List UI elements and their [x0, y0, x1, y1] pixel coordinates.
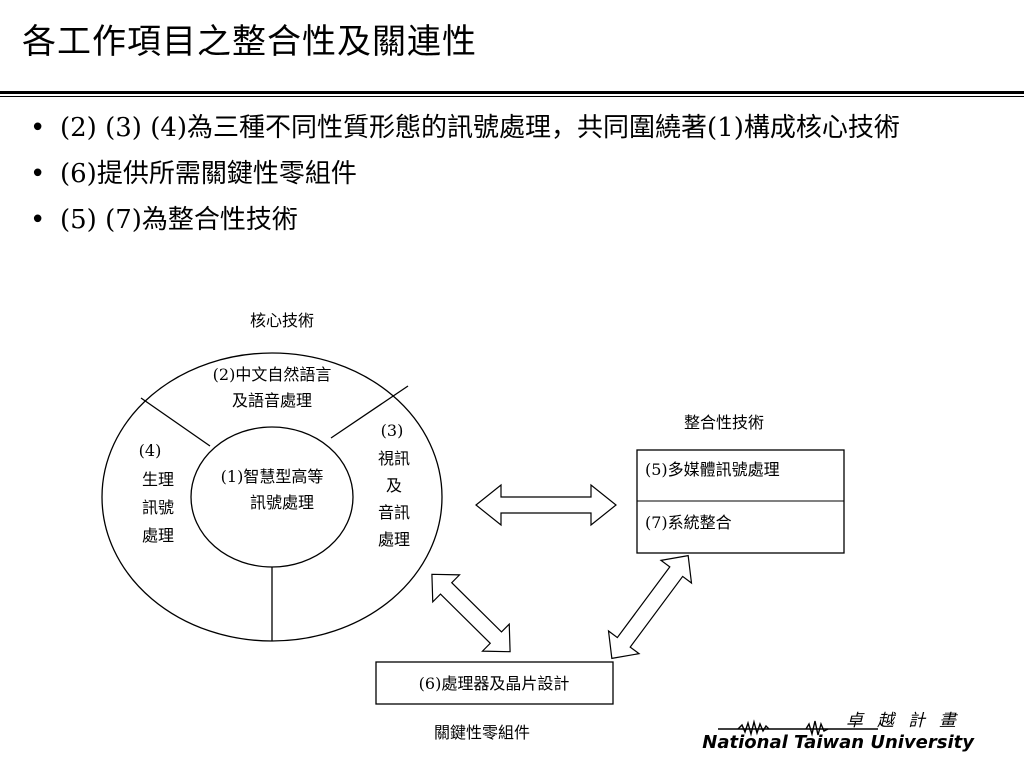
- left-segment-line: 訊號: [142, 498, 174, 517]
- top-segment-line: (2)中文自然語言: [213, 365, 332, 384]
- bullet-text: (2) (3) (4)為三種不同性質形態的訊號處理，共同圍繞著(1)構成核心技術: [60, 113, 900, 143]
- bullet-dot-icon: •: [30, 159, 46, 189]
- top-segment-line: 及語音處理: [232, 391, 312, 410]
- right-segment-line: 及: [386, 476, 402, 495]
- bullet-dot-icon: •: [30, 205, 46, 235]
- segment-divider: [330, 385, 409, 439]
- inner-core-line: 訊號處理: [250, 493, 314, 512]
- page-title: 各工作項目之整合性及關連性: [22, 22, 477, 62]
- integration-item: (5)多媒體訊號處理: [645, 460, 780, 479]
- left-segment-line: 處理: [142, 526, 174, 545]
- waveform-icon: [718, 719, 878, 737]
- right-segment-line: (3): [381, 421, 404, 440]
- bullet-item: • (2) (3) (4)為三種不同性質形態的訊號處理，共同圍繞著(1)構成核心技…: [30, 110, 1005, 146]
- logo-chinese-text: 卓越計畫: [846, 711, 970, 731]
- university-logo: 卓越計畫 National Taiwan University: [702, 706, 1008, 762]
- double-arrow-icon: [431, 573, 511, 653]
- right-segment-line: 音訊: [378, 503, 410, 522]
- inner-core-line: (1)智慧型高等: [221, 467, 324, 486]
- right-segment-line: 處理: [378, 530, 410, 549]
- bullet-text: (6)提供所需關鍵性零組件: [60, 159, 357, 189]
- double-arrow-icon: [607, 554, 693, 660]
- bullet-dot-icon: •: [30, 113, 46, 143]
- bullet-list: • (2) (3) (4)為三種不同性質形態的訊號處理，共同圍繞著(1)構成核心技…: [30, 110, 1005, 248]
- core-technology-label: 核心技術: [250, 311, 314, 330]
- right-segment-line: 視訊: [378, 449, 410, 468]
- left-segment-line: (4): [139, 441, 162, 460]
- title-divider: [0, 91, 1024, 94]
- integration-item: (7)系統整合: [645, 513, 732, 532]
- logo-english-text: National Taiwan University: [702, 732, 974, 753]
- component-box-text: (6)處理器及晶片設計: [419, 674, 570, 693]
- component-label: 關鍵性零組件: [434, 723, 530, 742]
- integration-label: 整合性技術: [684, 413, 764, 432]
- bullet-item: • (6)提供所需關鍵性零組件: [30, 156, 1005, 192]
- double-arrow-icon: [475, 483, 617, 527]
- bullet-text: (5) (7)為整合性技術: [60, 205, 298, 235]
- component-box: [375, 661, 614, 705]
- bullet-item: • (5) (7)為整合性技術: [30, 202, 1005, 238]
- left-segment-line: 生理: [142, 470, 174, 489]
- segment-divider: [140, 397, 211, 447]
- title-divider-thin: [0, 96, 1024, 97]
